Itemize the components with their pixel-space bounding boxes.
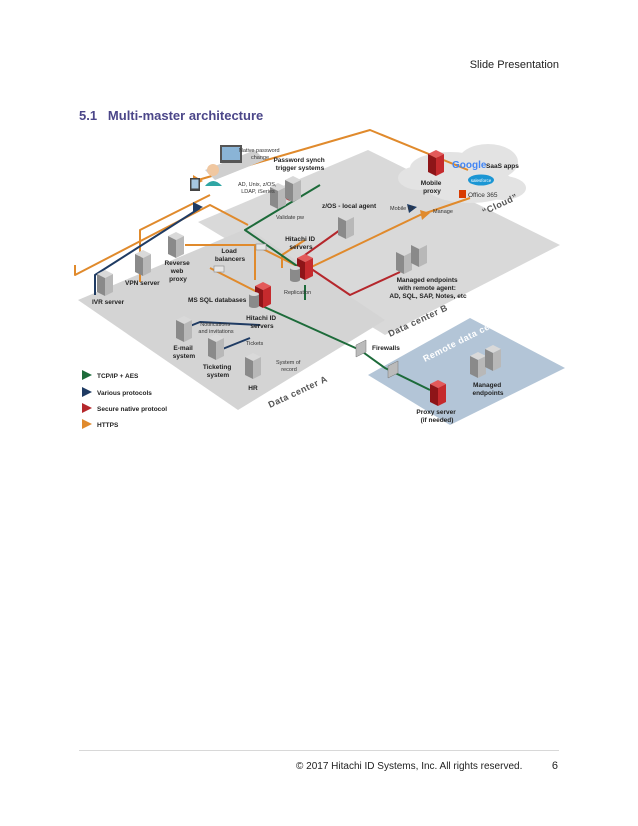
salesforce-logo: salesforce [468, 174, 494, 186]
reverse-proxy-label: Reverse web proxy [164, 260, 191, 283]
google-logo: Google [452, 160, 487, 171]
manage-note: Manage [433, 209, 453, 215]
legend-marker-tcpip [82, 370, 92, 380]
footer-copyright: © 2017 Hitachi ID Systems, Inc. All righ… [296, 761, 523, 772]
legend-label-various: Various protocols [97, 390, 152, 397]
https-line [209, 267, 264, 296]
section-heading: 5.1 Multi-master architecture [79, 108, 263, 123]
user-workstation [190, 145, 265, 191]
legend-marker-various [82, 387, 92, 397]
load-balancer-icon [255, 243, 267, 251]
zos-server [338, 213, 354, 239]
managed-endpoint-server-2 [411, 241, 427, 267]
password-synch-server-2 [285, 176, 301, 202]
tickets-note: Tickets [246, 341, 263, 347]
legend-label-tcpip: TCP/IP + AES [97, 373, 139, 380]
reverse-proxy-server [168, 232, 184, 258]
mobile-proxy-label: Mobile proxy [421, 180, 443, 195]
ms-sql-label: MS SQL databases [188, 297, 247, 304]
hitachi-id-b-label: Hitachi ID servers [285, 236, 317, 251]
remote-endpoint-server [470, 352, 486, 378]
ad-unix-note: AD, Unix, z/OS, LDAP, iSeries [238, 182, 278, 195]
page-number: 6 [551, 760, 558, 772]
email-system-label: E-mail system [173, 345, 196, 360]
legend-label-https: HTTPS [97, 422, 119, 429]
section-title: Multi-master architecture [107, 108, 264, 123]
legend-marker-https [82, 419, 92, 429]
load-balancers-label: Load balancers [215, 248, 246, 263]
arrow-head-https [420, 210, 430, 220]
secure-native-line [304, 229, 341, 256]
arrow-head-various [407, 204, 417, 213]
arrow-head-various [193, 202, 203, 212]
mobile-ui-note: Mobile UI [390, 206, 414, 212]
svg-text:salesforce: salesforce [471, 178, 492, 183]
managed-endpoints-remote-label: Managed endpoints [472, 382, 503, 397]
database-icon [249, 292, 259, 308]
vpn-server [135, 250, 151, 276]
hr-label: HR [248, 385, 258, 392]
office365-logo: Office 365 [468, 192, 498, 199]
notifications-note: Notifications and invitations [198, 322, 233, 335]
tcpip-aes-line [259, 304, 431, 391]
mobile-proxy-server [428, 150, 444, 176]
firewall-icon [355, 339, 367, 358]
proxy-server [430, 380, 446, 406]
https-line [74, 204, 249, 276]
load-balancer-icon [213, 265, 225, 273]
office365-icon [459, 190, 466, 198]
ivr-server [97, 270, 113, 296]
section-number: 5.1 [79, 108, 98, 123]
replication-note: Replication [284, 290, 311, 296]
managed-endpoint-server [396, 248, 412, 274]
saas-apps-label: SaaS apps [486, 163, 519, 170]
firewalls-label: Firewalls [372, 345, 400, 352]
ticketing-server [208, 334, 224, 360]
password-synch-label: Password synch trigger systems [273, 157, 326, 172]
legend-label-secure: Secure native protocol [97, 406, 167, 413]
email-server [176, 316, 192, 342]
hr-server [245, 353, 261, 379]
secure-native-line [309, 267, 401, 296]
system-of-record-note: System of record [276, 360, 302, 373]
proxy-server-label: Proxy server (if needed) [416, 409, 457, 424]
hitachi-id-a-label: Hitachi ID servers [246, 315, 278, 330]
various-protocols-line [219, 337, 251, 351]
header-title: Slide Presentation [469, 59, 559, 71]
legend-marker-secure [82, 403, 92, 413]
zos-agent-label: z/OS - local agent [322, 203, 377, 210]
remote-data-center-platform [368, 318, 565, 425]
legend: TCP/IP + AES Various protocols Secure na… [82, 370, 167, 429]
remote-endpoint-server-2 [485, 345, 501, 371]
cloud [398, 144, 526, 203]
various-protocols-line [94, 207, 201, 295]
ivr-server-label: IVR server [92, 299, 125, 306]
firewall-icon [387, 360, 399, 379]
native-pw-change-note: Native password change [239, 148, 281, 161]
vpn-server-label: VPN server [125, 280, 160, 287]
database-icon [290, 266, 300, 282]
ticketing-system-label: Ticketing system [203, 364, 233, 379]
validate-pw-note: Validate pw [276, 215, 304, 221]
managed-endpoints-agent-label: Managed endpoints with remote agent: AD,… [389, 277, 467, 300]
footer-divider [79, 750, 559, 751]
